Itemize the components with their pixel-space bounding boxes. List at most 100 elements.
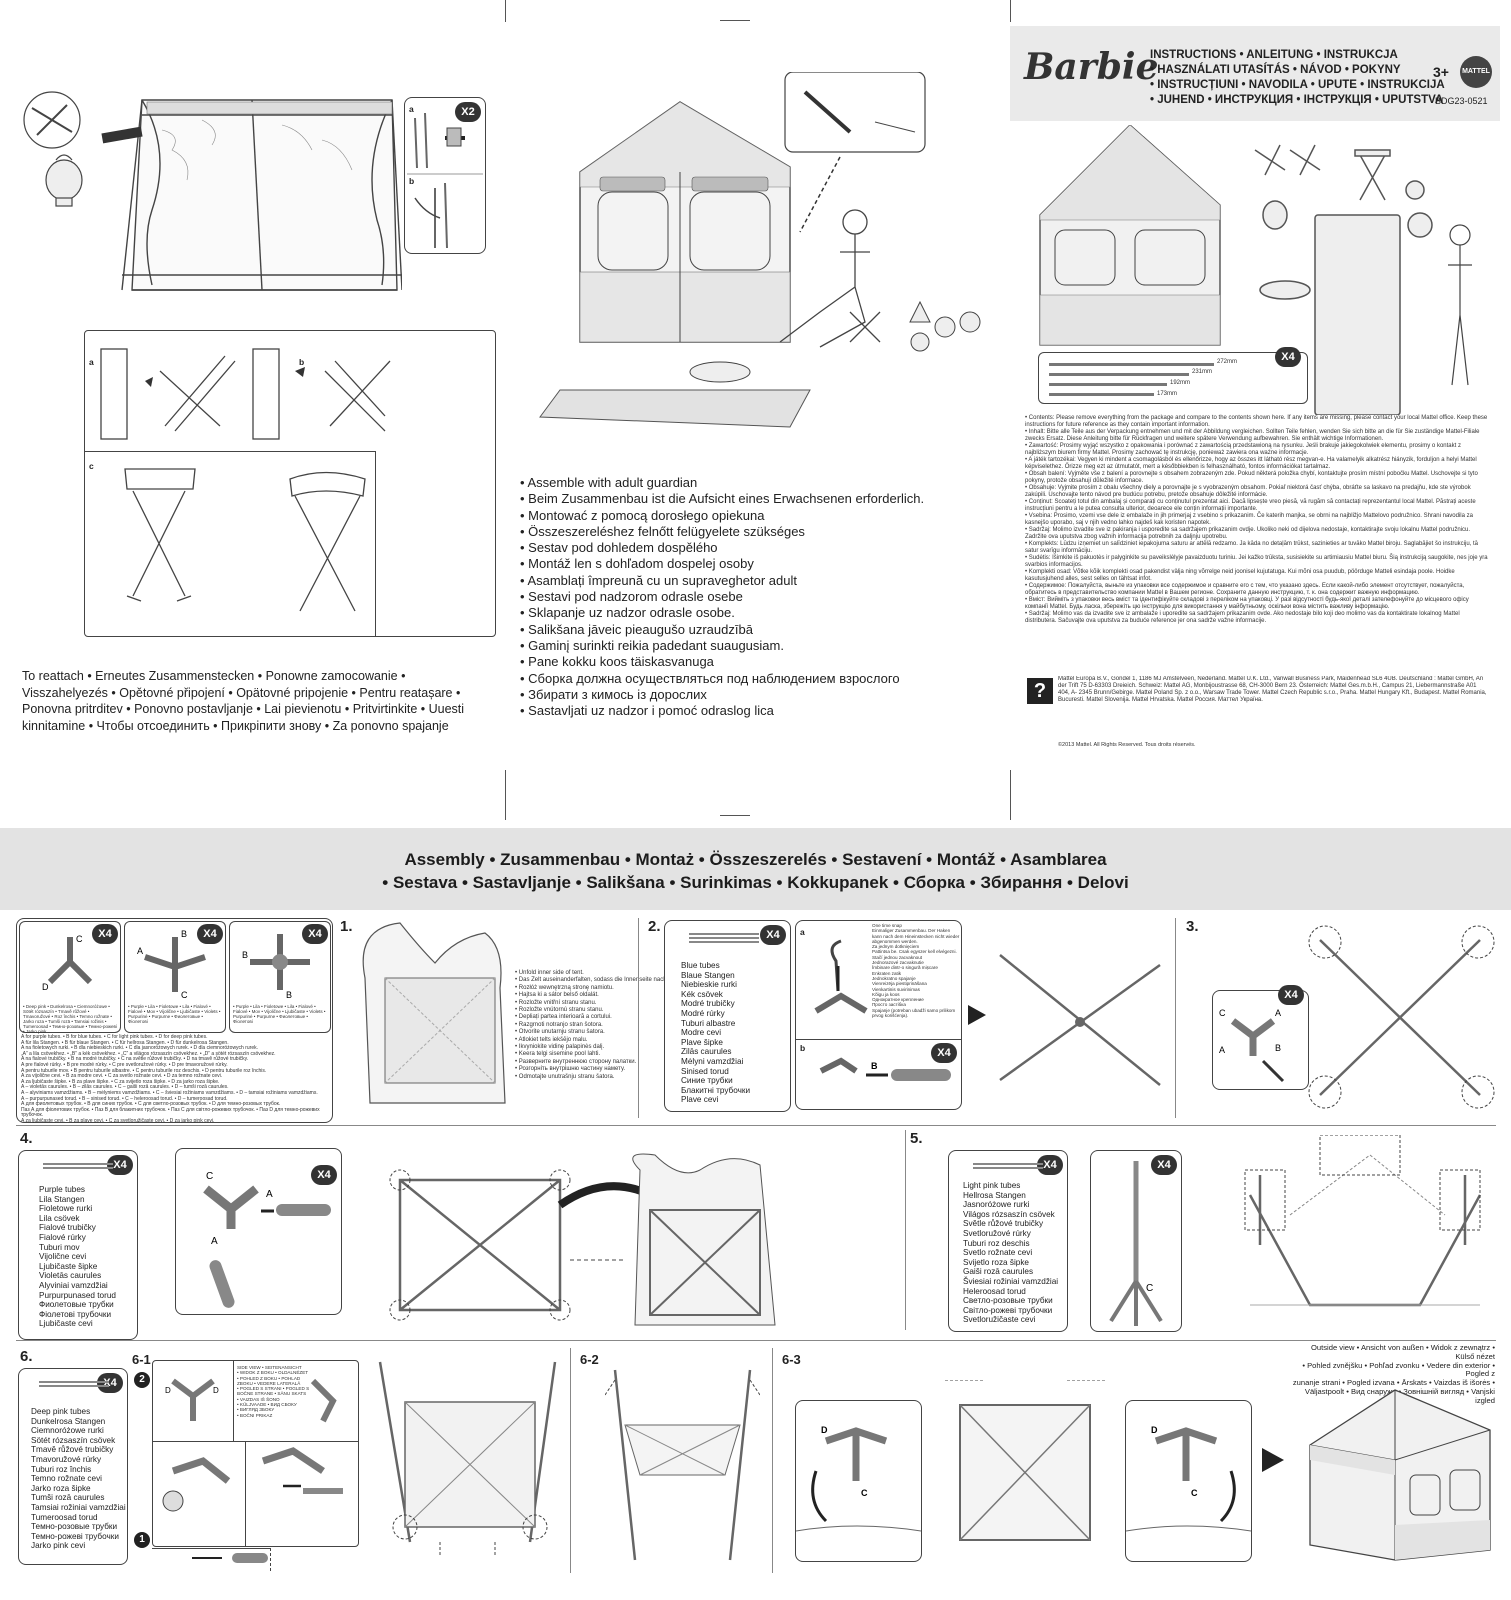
deep-pink-tubes-panel: X4 Deep pink tubes Dunkelrosa Stangen Ci… <box>18 1368 128 1565</box>
tube-name: Hellrosa Stangen <box>963 1190 1026 1200</box>
title-line: • INSTRUCȚIUNI • NAVODILA • UPUTE • INST… <box>1150 79 1445 91</box>
svg-text:C: C <box>1146 1283 1153 1294</box>
unfolded-tent-illustration <box>360 918 510 1108</box>
tube-name: Світло-рожеві трубочки <box>963 1305 1053 1315</box>
step-number: 2. <box>648 918 661 935</box>
tube-name: Mėlyni vamzdžiai <box>681 1056 744 1066</box>
tube-name: Jasnoróżowe rurki <box>963 1200 1030 1210</box>
step-label-b: b <box>800 1043 806 1053</box>
guardian-line: Sklapanje uz nadzor odrasle osobe. <box>520 605 924 621</box>
snap-line: Однократное крепление <box>872 997 924 1003</box>
step-circle-2: 2 <box>134 1372 150 1388</box>
square-frame-illustration <box>380 1150 790 1330</box>
tube-name: Light pink tubes <box>963 1181 1021 1190</box>
tent-with-doll-illustration <box>520 72 1000 467</box>
tube-name: Světle růžové trubičky <box>963 1219 1044 1229</box>
tube-names: Light pink tubes Hellrosa Stangen Jasnor… <box>963 1181 1058 1325</box>
assembly-banner: Assembly • Zusammenbau • Montaż • Összes… <box>0 828 1511 910</box>
tube-name: Fialové trubičky <box>39 1223 96 1233</box>
quantity-badge: X4 <box>92 924 118 944</box>
side-view-note: SIDE VIEW • SEITENANSICHT • WIDOK Z BOKU… <box>237 1365 317 1418</box>
tube-length: 192mm <box>1170 380 1191 386</box>
svg-text:A: A <box>1275 1008 1281 1018</box>
legend-line: A – purpurpunased torud. • B – sinised t… <box>21 1095 228 1102</box>
title-line: • HASZNÁLATI UTASÍTÁS • NÁVOD • POKYNY <box>1150 64 1401 76</box>
tube-name: Modré rúrky <box>681 1008 725 1018</box>
svg-text:D: D <box>213 1386 219 1395</box>
instruction-line: Rozložte vnútornú stranu stanu. <box>515 1007 698 1014</box>
tube-name: Purpurpunased torud <box>39 1290 116 1300</box>
tube-name: Tumši rozā caurules <box>31 1493 105 1503</box>
finished-tent-illustration <box>1300 1385 1495 1565</box>
tube-contents-panel: X4 272mm 231mm 192mm 173mm <box>1038 347 1308 404</box>
legal-paragraph: • A játék tartozékai: Vegyen ki mindent … <box>1025 457 1477 470</box>
tube-name: Ljubičaste cevi <box>39 1319 93 1329</box>
purple-tubes-panel: X4 Purple tubes Lila Stangen Fioletowe r… <box>18 1150 138 1340</box>
legal-paragraph: • Вміст: Вийміть з упаковки весь вміст т… <box>1025 597 1469 610</box>
instruction-line: Atlokiet telts iekšējo malu. <box>515 1037 698 1044</box>
guardian-line: Sestavi pod nadzorom odrasle osebe <box>520 589 924 605</box>
tube-name: Темно-рожеві трубочки <box>31 1531 119 1541</box>
tube-names: Blue tubes Blaue Stangen Niebieskie rurk… <box>681 961 750 1105</box>
svg-text:B: B <box>1275 1043 1281 1053</box>
legend-line: Паз А для фіолетових трубок. • Паз В для… <box>21 1106 320 1119</box>
reattach-label-c: c <box>89 461 94 471</box>
tube-name: Fioletowe rurki <box>39 1204 93 1214</box>
trim-mark <box>720 815 750 816</box>
reattach-panel: a b c <box>84 330 496 637</box>
guardian-line: Assemble with adult guardian <box>520 475 924 491</box>
quantity-badge: X4 <box>1275 347 1301 367</box>
legal-paragraph: • Zawartość: Prosimy wyjąć wszystko z op… <box>1025 443 1461 456</box>
instruction-line: Keera telgi sisemine pool lahti. <box>515 1051 698 1058</box>
reattach-label-a: a <box>89 357 94 367</box>
substep-number: 6-1 <box>132 1352 151 1367</box>
divider <box>16 1340 1496 1341</box>
svg-text:B: B <box>242 950 248 960</box>
guardian-line: Beim Zusammenbau ist die Aufsicht eines … <box>520 491 924 507</box>
substep-number: 6-2 <box>580 1352 599 1367</box>
quantity-badge: X4 <box>931 1043 957 1063</box>
tube-name: Vijolične cevi <box>39 1252 87 1262</box>
step-number: 6. <box>20 1348 33 1365</box>
instruction-line: Hajtsa ki a sátor belső oldalát. <box>515 992 698 999</box>
guardian-line: Összeszereléshez felnőtt felügyelete szü… <box>520 524 924 540</box>
svg-text:C: C <box>1219 1008 1226 1018</box>
legal-paragraph: • Contents: Please remove everything fro… <box>1025 415 1488 428</box>
tube-name: Fialové rúrky <box>39 1232 86 1242</box>
connector-label: • Deep pink • Dunkelrosa • Ciemnoróżowe … <box>23 1004 117 1034</box>
trim-mark <box>505 0 506 22</box>
snap-line: Spajanje (potreban ubadži samo prilikom … <box>872 1007 956 1019</box>
tube-length: 173mm <box>1157 391 1178 397</box>
frame-legs-illustration <box>1230 1135 1500 1325</box>
svg-text:A: A <box>137 946 143 956</box>
guardian-line: Montować z pomocą dorosłego opiekuna <box>520 508 924 524</box>
hook-detail-panel: X2 a b <box>404 97 486 254</box>
snap-line: Vienreizēja piestiprināšana <box>872 981 927 987</box>
tube-name: Purple tubes <box>39 1185 85 1194</box>
divider <box>570 1348 571 1573</box>
tube-name: Heleroosad torud <box>963 1286 1026 1296</box>
guardian-line: Montáž len s dohľadom dospelej osoby <box>520 556 924 572</box>
side-view-line: • POHLED Z BOKU • POHLAD <box>237 1375 301 1381</box>
step-circle-1: 1 <box>134 1532 150 1548</box>
purple-connector-panel: X4 C A A <box>175 1148 342 1315</box>
divider <box>16 1125 1496 1126</box>
mattel-logo: MATTEL <box>1460 56 1492 88</box>
legend-line: A za ljubičaste šipke. • B za plave šipk… <box>21 1078 220 1085</box>
guardian-line: Pane kokku koos täiskasvanuga <box>520 654 924 670</box>
guardian-line: Sestav pod dohledem dospělého <box>520 540 924 556</box>
next-arrow-icon <box>1262 1448 1284 1472</box>
tube-name: Tmavě růžové trubičky <box>31 1445 114 1455</box>
legal-paragraph: • Sudėtis: Išimkite iš pakuotės ir palyg… <box>1025 555 1488 568</box>
tube-name: Ciemnoróżowe rurki <box>31 1426 104 1436</box>
instruction-line: Розгорніть внутрішню частину намету. <box>515 1066 698 1073</box>
snap-line: Stačí jednou zacvaknout <box>872 954 923 960</box>
quantity-badge: X2 <box>455 102 481 122</box>
svg-text:A: A <box>266 1189 273 1200</box>
snap-line: Kõigu ja koos <box>872 991 900 997</box>
tube-name: Violetās caurules <box>39 1271 102 1281</box>
legal-paragraph: • Содержимое: Пожалуйста, выньте из упак… <box>1025 583 1465 596</box>
step-label-b: b <box>409 176 415 186</box>
step-label-a: a <box>800 927 805 937</box>
instruction-line: Razgrnoti notranjo stran šotora. <box>515 1022 698 1029</box>
